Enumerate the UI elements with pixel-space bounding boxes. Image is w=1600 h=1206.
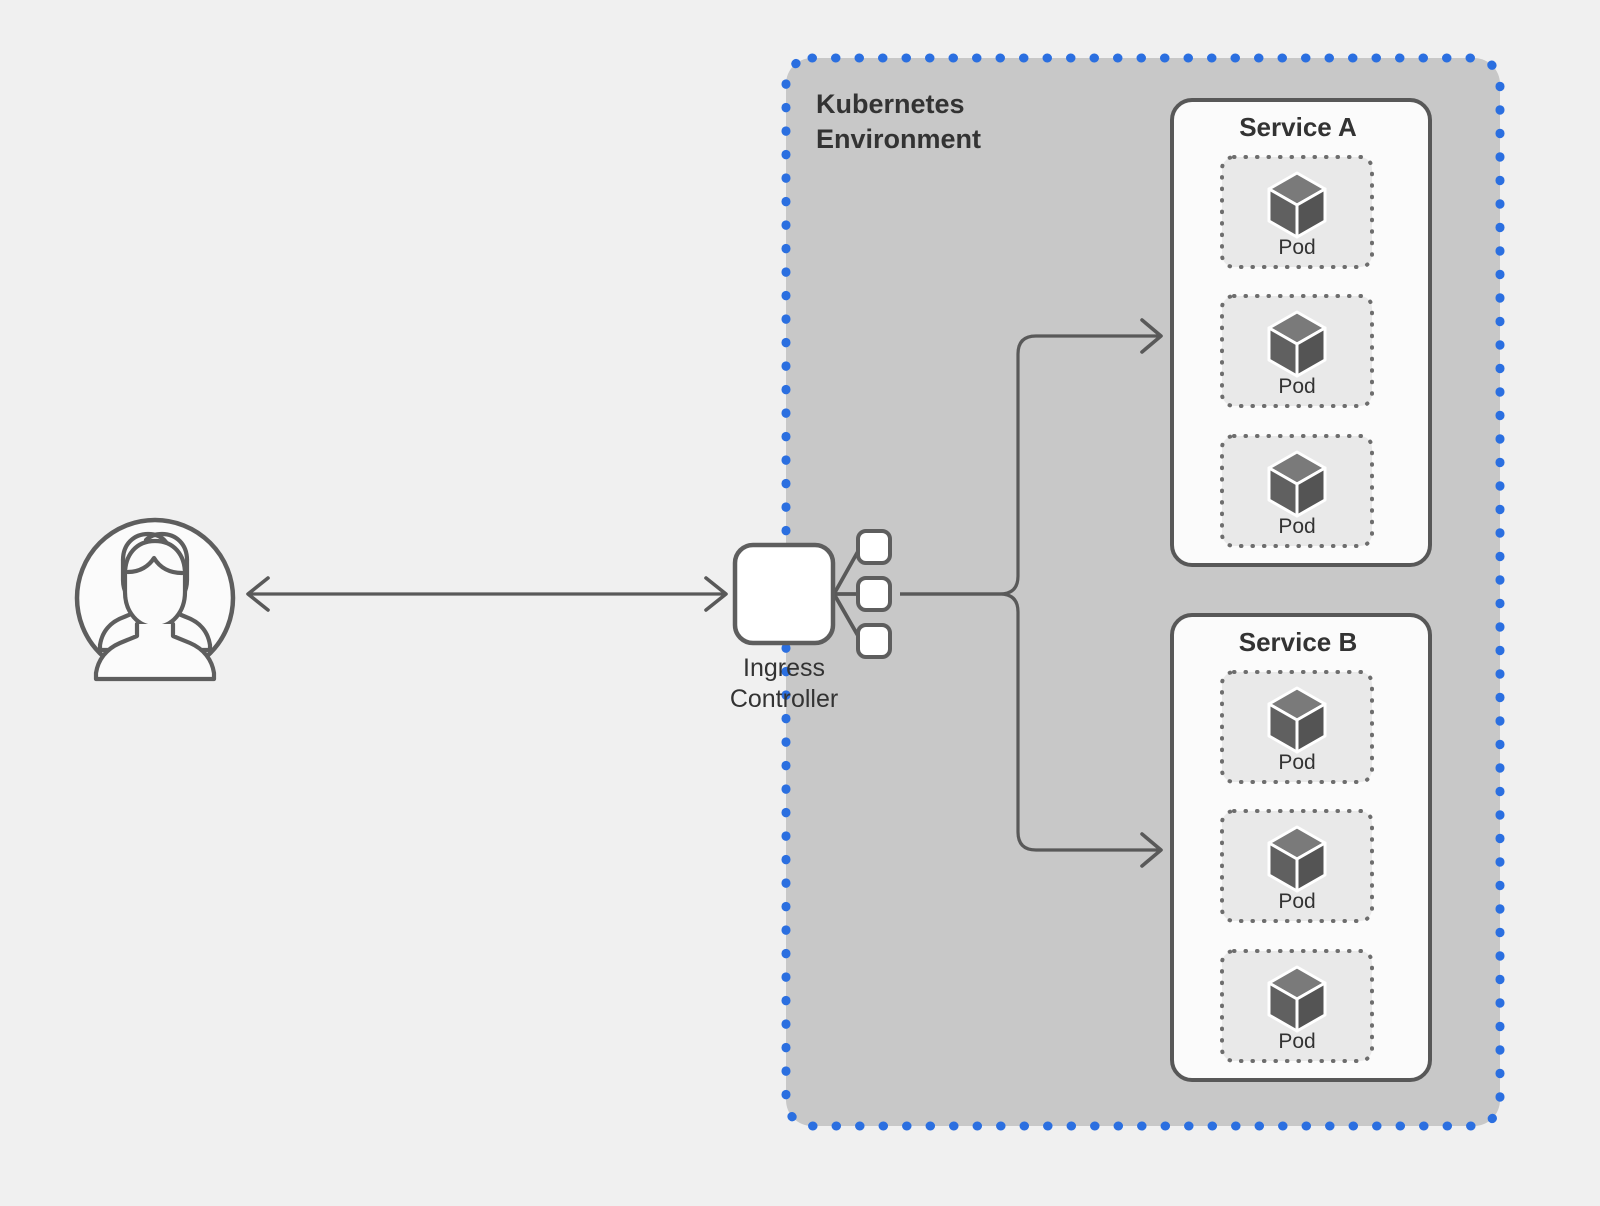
service-panel-service-a[interactable]: Service A Pod Pod bbox=[1170, 98, 1432, 567]
ingress-node-1 bbox=[856, 529, 892, 565]
cube-icon bbox=[1267, 965, 1327, 1033]
cube-icon bbox=[1267, 686, 1327, 754]
pod-card[interactable]: Pod bbox=[1220, 434, 1374, 548]
cube-icon bbox=[1267, 310, 1327, 378]
ingress-node-2 bbox=[856, 576, 892, 612]
pod-card[interactable]: Pod bbox=[1220, 155, 1374, 269]
pod-card[interactable]: Pod bbox=[1220, 670, 1374, 784]
ingress-node-3 bbox=[856, 623, 892, 659]
connector-ingress-to-service-a bbox=[900, 318, 1163, 596]
pod-card[interactable]: Pod bbox=[1220, 294, 1374, 408]
ingress-controller-box bbox=[732, 542, 836, 646]
ingress-controller-node[interactable]: Ingress Controller bbox=[730, 529, 892, 713]
environment-title-line2: Environment bbox=[816, 124, 981, 154]
connector-users-to-ingress bbox=[246, 576, 728, 612]
pod-a3-label: Pod bbox=[1278, 515, 1315, 538]
ingress-controller-label-line2: Controller bbox=[730, 685, 838, 713]
pod-card[interactable]: Pod bbox=[1220, 809, 1374, 923]
pod-b3-label: Pod bbox=[1278, 1030, 1315, 1053]
ingress-controller-label-line1: Ingress bbox=[743, 654, 825, 682]
service-panel-service-b[interactable]: Service B Pod Pod bbox=[1170, 613, 1432, 1082]
pod-b1-label: Pod bbox=[1278, 751, 1315, 774]
users-node[interactable] bbox=[74, 517, 236, 682]
environment-title-line1: Kubernetes bbox=[816, 89, 965, 119]
users-group-icon bbox=[93, 531, 217, 682]
service-b-title: Service B bbox=[1239, 627, 1358, 657]
cube-icon bbox=[1267, 171, 1327, 239]
cube-icon bbox=[1267, 825, 1327, 893]
cube-icon bbox=[1267, 450, 1327, 518]
pod-a2-label: Pod bbox=[1278, 375, 1315, 398]
pod-b2-label: Pod bbox=[1278, 890, 1315, 913]
pod-card[interactable]: Pod bbox=[1220, 949, 1374, 1063]
connector-ingress-to-service-b bbox=[900, 592, 1163, 868]
pod-a1-label: Pod bbox=[1278, 236, 1315, 259]
service-a-title: Service A bbox=[1239, 112, 1357, 142]
